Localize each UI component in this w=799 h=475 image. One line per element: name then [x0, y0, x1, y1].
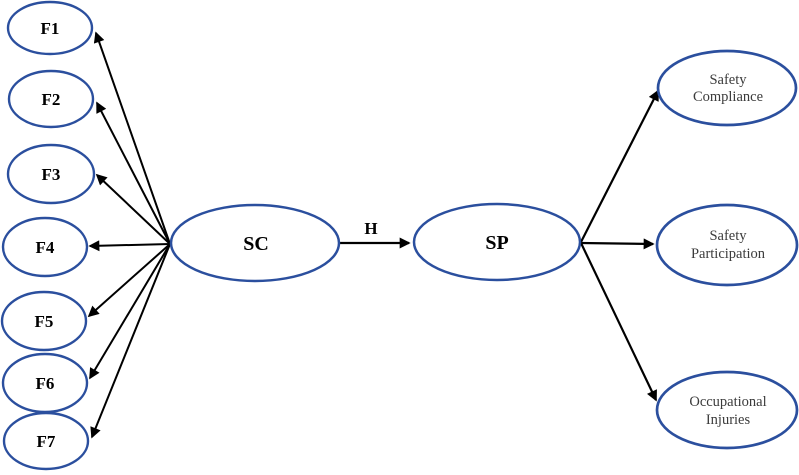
- edge-sc-f3: [95, 173, 171, 245]
- edge-sp-safety-compliance: [580, 89, 659, 243]
- edge-label-h: H: [364, 219, 377, 238]
- node-safety-participation: Safety Participation: [655, 203, 799, 287]
- node-f3-label: F3: [42, 165, 61, 184]
- node-safety-participation-label-line2: Participation: [691, 246, 766, 262]
- edge-sc-f4: [88, 240, 171, 252]
- edge-sc-to-sp: H: [340, 219, 411, 249]
- edge-sc-f7: [90, 243, 171, 439]
- node-f4-ellipse: [1, 216, 89, 278]
- edges-sc-to-factors: [87, 31, 171, 439]
- node-f1-label: F1: [41, 19, 60, 38]
- node-safety-participation-ellipse: [655, 203, 799, 287]
- node-sc-label: SC: [243, 233, 269, 255]
- node-f3: F3: [6, 143, 96, 205]
- node-f7-label: F7: [37, 432, 56, 451]
- edge-sc-f2: [96, 101, 171, 245]
- edge-sc-f1: [93, 31, 171, 245]
- node-f5: F5: [0, 290, 88, 352]
- node-safety-compliance-label-line1: Safety: [709, 72, 747, 88]
- node-f1-ellipse: [6, 0, 94, 56]
- node-f4-label: F4: [36, 238, 55, 257]
- node-f2: F2: [7, 69, 95, 129]
- edges-sp-to-outcomes: [580, 89, 659, 402]
- node-sp: SP: [412, 202, 582, 282]
- node-f1: F1: [6, 0, 94, 56]
- node-occupational-injuries-label-line1: Occupational: [689, 394, 766, 410]
- node-occupational-injuries-ellipse: [655, 370, 799, 450]
- node-f6-label: F6: [36, 374, 55, 393]
- node-sp-ellipse: [412, 202, 582, 282]
- node-safety-compliance-ellipse: [656, 49, 798, 127]
- node-f5-label: F5: [35, 312, 54, 331]
- node-f5-ellipse: [0, 290, 88, 352]
- node-f2-ellipse: [7, 69, 95, 129]
- node-safety-participation-label-line1: Safety: [709, 228, 747, 244]
- node-f7-ellipse: [2, 411, 90, 471]
- node-sp-label: SP: [485, 232, 508, 254]
- node-f4: F4: [1, 216, 89, 278]
- edge-sc-f6: [89, 243, 171, 380]
- node-occupational-injuries: Occupational Injuries: [655, 370, 799, 450]
- edge-sp-occupational-injuries: [580, 242, 657, 402]
- node-f2-label: F2: [42, 90, 61, 109]
- edge-sp-safety-participation: [580, 238, 655, 250]
- node-sc-ellipse: [169, 203, 341, 283]
- node-sc: SC: [169, 203, 341, 283]
- node-f6: F6: [1, 352, 89, 414]
- node-safety-compliance: Safety Compliance: [656, 49, 798, 127]
- node-f3-ellipse: [6, 143, 96, 205]
- edge-sc-f5: [87, 243, 171, 318]
- node-occupational-injuries-label-line2: Injuries: [706, 412, 751, 428]
- node-f7: F7: [2, 411, 90, 471]
- node-safety-compliance-label-line2: Compliance: [693, 89, 763, 105]
